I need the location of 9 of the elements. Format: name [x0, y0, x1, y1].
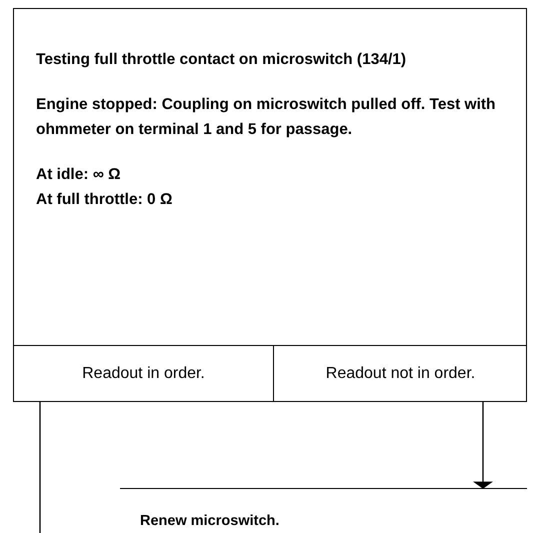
test-step-box [13, 8, 527, 402]
instruction-text: At idle: ∞ Ω [36, 165, 122, 185]
arrow [473, 401, 493, 489]
result-cell: Readout not in order. [274, 345, 527, 402]
result-cell: Readout in order. [14, 345, 274, 402]
action-text: Renew microswitch. [120, 488, 527, 533]
heading: Testing full throttle contact on microswitch (134/1) [36, 50, 408, 70]
instruction-text: Engine stopped: Coupling on microswitch pulled off. Test with ohmmeter on terminal 1 and 5 for passage. [36, 95, 497, 140]
instruction-text: At full throttle: 0 Ω [36, 190, 174, 210]
